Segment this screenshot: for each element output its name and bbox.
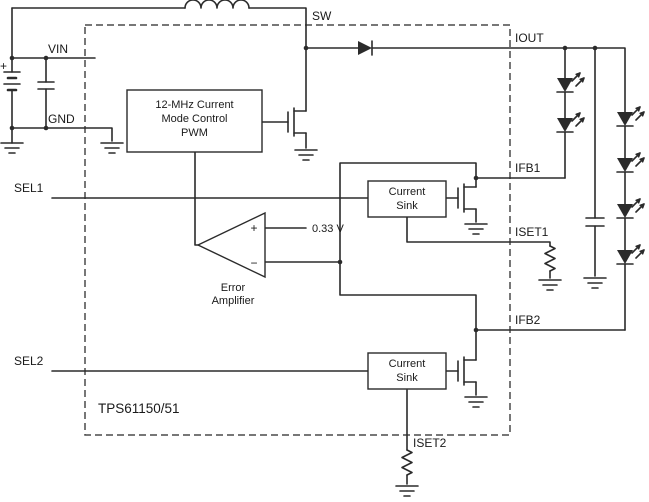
battery-plus-sign: + — [0, 59, 7, 73]
led-icon — [557, 113, 584, 132]
current-sink-1-label-line1: Current — [389, 186, 426, 198]
error-amplifier-plus-sign: + — [250, 221, 257, 235]
wiring-input-rail — [11, 7, 359, 112]
error-amplifier: + − 0.33 V Error Amplifier — [196, 211, 344, 307]
diode-icon — [358, 40, 373, 56]
current-sink-1-block: Current Sink — [367, 180, 447, 218]
pwm-block-label-line2: Mode Control — [161, 113, 227, 125]
ground-icon — [0, 142, 24, 154]
pin-label-sel2: SEL2 — [14, 354, 44, 368]
ground-icon — [100, 142, 124, 154]
reference-voltage-label: 0.33 V — [312, 223, 344, 235]
led-icon — [617, 199, 644, 218]
current-sink-2-label-line1: Current — [389, 358, 426, 370]
ground-icon — [538, 279, 562, 291]
battery-icon — [3, 71, 21, 92]
pwm-block-label-line3: PWM — [181, 127, 208, 139]
pwm-block: 12-MHz Current Mode Control PWM — [126, 89, 263, 153]
led-icon — [617, 107, 644, 126]
error-amplifier-triangle — [196, 211, 266, 279]
iset2-resistor-icon — [401, 449, 413, 476]
pwm-block-label-line1: 12-MHz Current — [155, 99, 233, 111]
junction-dots — [9, 45, 598, 333]
pin-label-gnd: GND — [48, 112, 75, 126]
pin-label-ifb1: IFB1 — [515, 161, 541, 175]
inductor-icon — [184, 0, 250, 9]
pin-label-ifb2: IFB2 — [515, 313, 541, 327]
led-string-2 — [617, 107, 644, 331]
output-capacitor-icon — [585, 217, 605, 227]
pin-label-iset1: ISET1 — [515, 225, 549, 239]
error-amplifier-caption-line1: Error — [221, 282, 246, 294]
error-amplifier-caption-line2: Amplifier — [212, 295, 255, 307]
wiring-output-rail — [371, 47, 626, 277]
led-string-1 — [557, 73, 584, 179]
current-sink-1-label-line2: Sink — [396, 200, 418, 212]
error-amplifier-minus-sign: − — [250, 256, 257, 270]
part-number-label: TPS61150/51 — [98, 401, 180, 416]
ic-boundary-box — [84, 24, 511, 436]
current-sink-1-mosfet-icon — [457, 183, 477, 213]
main-switch-mosfet-icon — [287, 107, 307, 137]
pin-label-vin: VIN — [48, 42, 68, 56]
wiring-feedback — [264, 162, 626, 331]
current-sink-2-mosfet-icon — [457, 356, 477, 386]
pin-label-sel1: SEL1 — [14, 181, 44, 195]
wiring-iset — [406, 216, 551, 485]
ground-icon — [294, 149, 318, 161]
current-sink-2-block: Current Sink — [367, 352, 447, 390]
wiring-mosfets — [261, 121, 477, 396]
input-capacitor-icon — [37, 81, 55, 90]
ground-icon — [464, 223, 488, 235]
wiring-input-supply — [11, 7, 113, 144]
pin-label-iset2: ISET2 — [413, 436, 447, 450]
ground-icon — [583, 277, 607, 289]
led-icon — [617, 153, 644, 172]
pin-label-sw: SW — [312, 9, 332, 23]
iset1-resistor-icon — [544, 245, 556, 272]
led-icon — [557, 73, 584, 92]
ground-icon — [464, 396, 488, 408]
led-icon — [617, 245, 644, 264]
wiring-select — [51, 197, 369, 372]
ground-icon — [395, 485, 419, 497]
current-sink-2-label-line2: Sink — [396, 372, 418, 384]
pin-label-iout: IOUT — [515, 31, 544, 45]
